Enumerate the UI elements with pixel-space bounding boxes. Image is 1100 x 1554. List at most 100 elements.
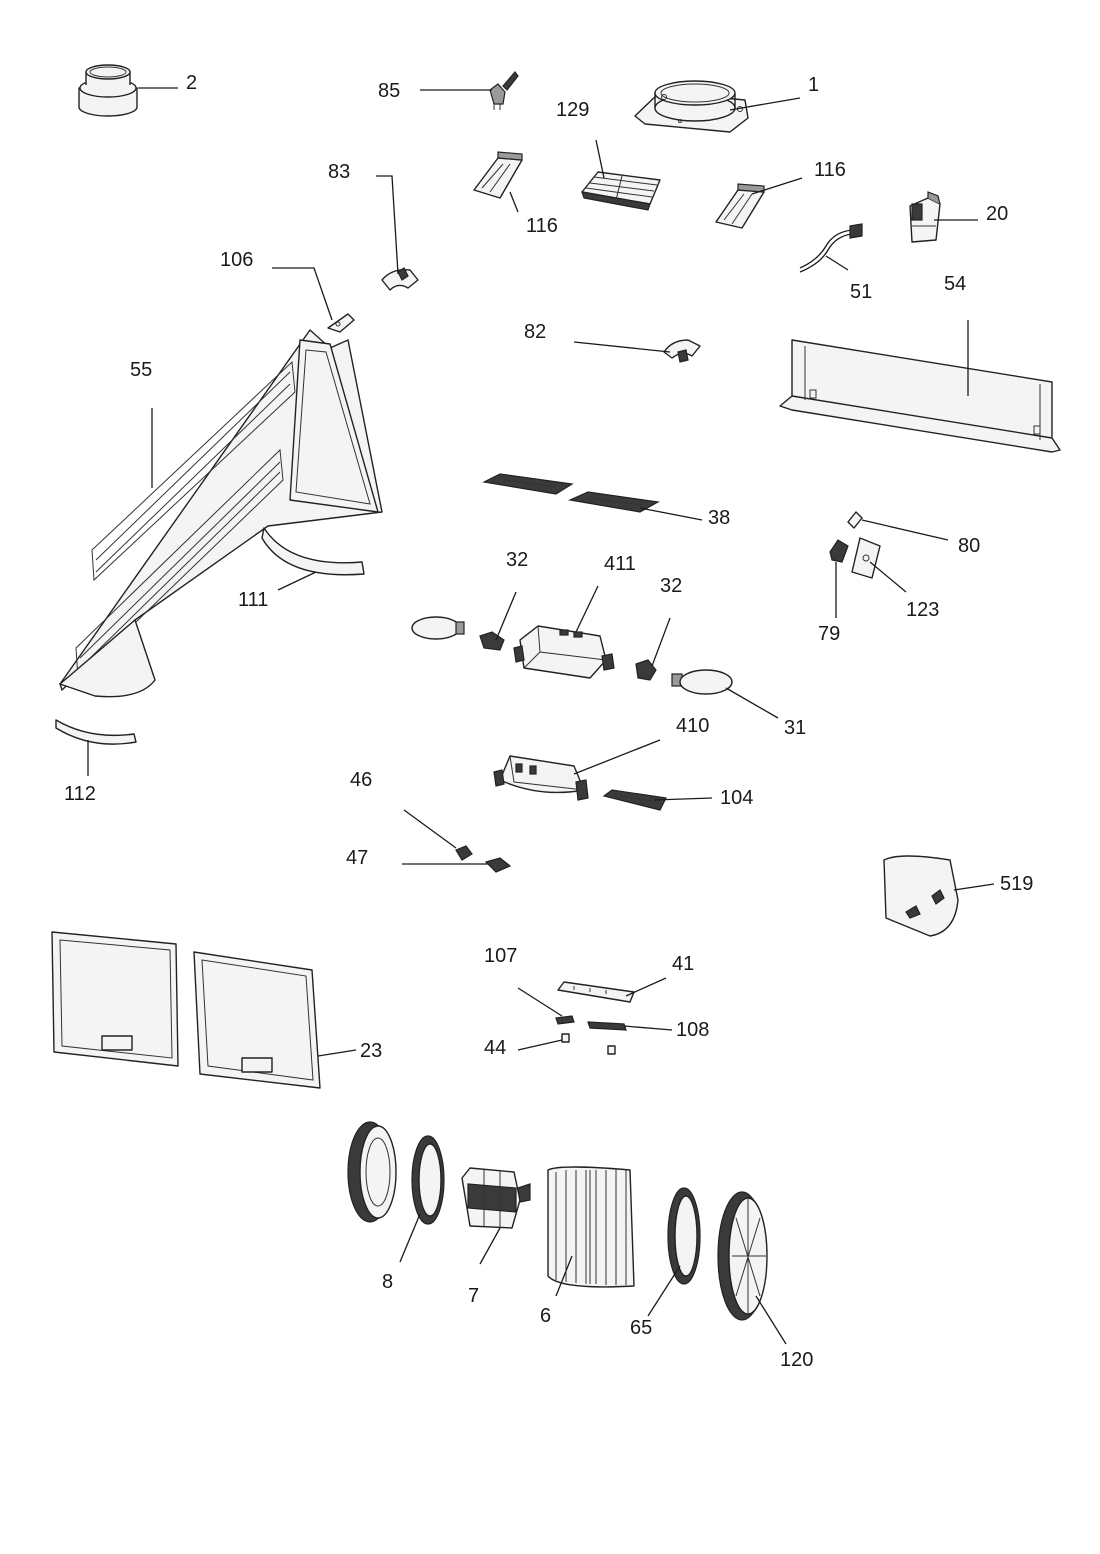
part-107-clip <box>555 1015 575 1025</box>
leader-410 <box>573 739 661 775</box>
label-23: 23 <box>360 1040 382 1062</box>
label-108: 108 <box>676 1019 709 1041</box>
label-51: 51 <box>850 281 872 303</box>
part-80-knob <box>847 511 863 529</box>
part-120-fan-inlet-left <box>347 1121 397 1223</box>
leader-111 <box>277 571 317 591</box>
label-120: 120 <box>780 1349 813 1371</box>
part-111-curved-trim <box>261 527 365 576</box>
part-83-hook-clip <box>381 267 419 291</box>
leader-lines <box>87 87 995 1345</box>
leader-116a <box>509 191 519 213</box>
part-46-connector <box>455 845 473 861</box>
part-54-rear-panel <box>779 339 1061 453</box>
part-106-small-bracket <box>327 313 355 333</box>
leader-104 <box>653 797 713 801</box>
part-519-screw-bag <box>883 855 959 937</box>
leader-32b <box>651 617 671 667</box>
label-129: 129 <box>556 99 589 121</box>
leader-108 <box>623 1025 673 1031</box>
label-31: 31 <box>784 717 806 739</box>
leader-107 <box>517 987 563 1017</box>
label-123: 123 <box>906 599 939 621</box>
part-120-fan-inlet-right <box>717 1191 768 1321</box>
leader-38 <box>639 507 703 521</box>
leader-7 <box>479 1227 501 1265</box>
leader-32a <box>495 591 517 641</box>
label-20: 20 <box>986 203 1008 225</box>
leader-80 <box>861 519 949 541</box>
label-8: 8 <box>382 1271 393 1293</box>
label-116a: 116 <box>526 215 558 237</box>
part-116-bracket-left <box>473 151 523 199</box>
part-82-clip <box>663 339 701 363</box>
label-519: 519 <box>1000 873 1033 895</box>
part-number-labels: 2 85 1 129 83 116 116 20 106 51 54 82 55… <box>64 72 1033 1371</box>
part-23-grease-filters <box>51 931 321 1089</box>
label-46: 46 <box>350 769 372 791</box>
label-112: 112 <box>64 783 96 805</box>
part-8-motor-plate <box>411 1135 445 1225</box>
label-104: 104 <box>720 787 753 809</box>
part-6-fan-wheel <box>547 1166 635 1288</box>
part-32-lamp-holder-left <box>411 616 505 651</box>
part-410-control-box <box>493 755 589 801</box>
label-106: 106 <box>220 249 253 271</box>
leader-82 <box>573 341 671 353</box>
label-410: 410 <box>676 715 709 737</box>
part-31-bulb <box>671 669 733 695</box>
label-6: 6 <box>540 1305 551 1327</box>
part-411-control-box <box>513 625 615 679</box>
leader-1 <box>729 97 801 111</box>
part-47-connector <box>484 857 512 873</box>
leader-44 <box>517 1039 563 1051</box>
label-47: 47 <box>346 847 368 869</box>
part-41-board <box>557 981 635 1003</box>
label-65: 65 <box>630 1317 652 1339</box>
part-123-switch-plate <box>851 537 881 579</box>
leader-106 <box>272 267 333 321</box>
part-1-top-collar-plate <box>634 80 749 133</box>
part-79-switch <box>829 539 849 563</box>
label-85: 85 <box>378 80 400 102</box>
label-2: 2 <box>186 72 197 94</box>
leader-123 <box>869 561 907 593</box>
leader-41 <box>625 977 667 997</box>
leader-129 <box>595 139 605 179</box>
part-108-clip <box>587 1021 627 1031</box>
label-54: 54 <box>944 273 966 295</box>
leader-46 <box>403 809 457 849</box>
leader-8 <box>399 1213 421 1263</box>
part-104-cover-strip <box>602 789 667 811</box>
leader-83 <box>376 175 399 275</box>
leader-65 <box>647 1265 681 1317</box>
label-79: 79 <box>818 623 840 645</box>
part-129-grille <box>581 171 661 211</box>
label-55: 55 <box>130 359 152 381</box>
label-107: 107 <box>484 945 517 967</box>
leader-116b <box>751 177 803 195</box>
leader-23 <box>317 1049 357 1057</box>
part-51-cable <box>799 223 863 273</box>
label-1: 1 <box>808 74 819 96</box>
leader-519 <box>953 883 995 891</box>
label-411: 411 <box>604 553 636 575</box>
label-32b: 32 <box>660 575 682 597</box>
part-85-clip <box>489 71 519 110</box>
label-32a: 32 <box>506 549 528 571</box>
label-7: 7 <box>468 1285 479 1307</box>
label-83: 83 <box>328 161 350 183</box>
part-38-gaskets <box>482 473 660 513</box>
part-2-duct-adaptor <box>78 64 138 117</box>
label-44: 44 <box>484 1037 506 1059</box>
leader-51 <box>825 255 849 271</box>
leader-411 <box>575 585 599 633</box>
part-65-fan-plate <box>667 1187 701 1285</box>
part-55-hood-body <box>59 329 383 698</box>
part-20-switch-box <box>909 191 941 243</box>
part-116-bracket-right <box>715 183 765 229</box>
leader-6 <box>555 1255 573 1297</box>
label-111: 111 <box>238 589 268 611</box>
label-38: 38 <box>708 507 730 529</box>
